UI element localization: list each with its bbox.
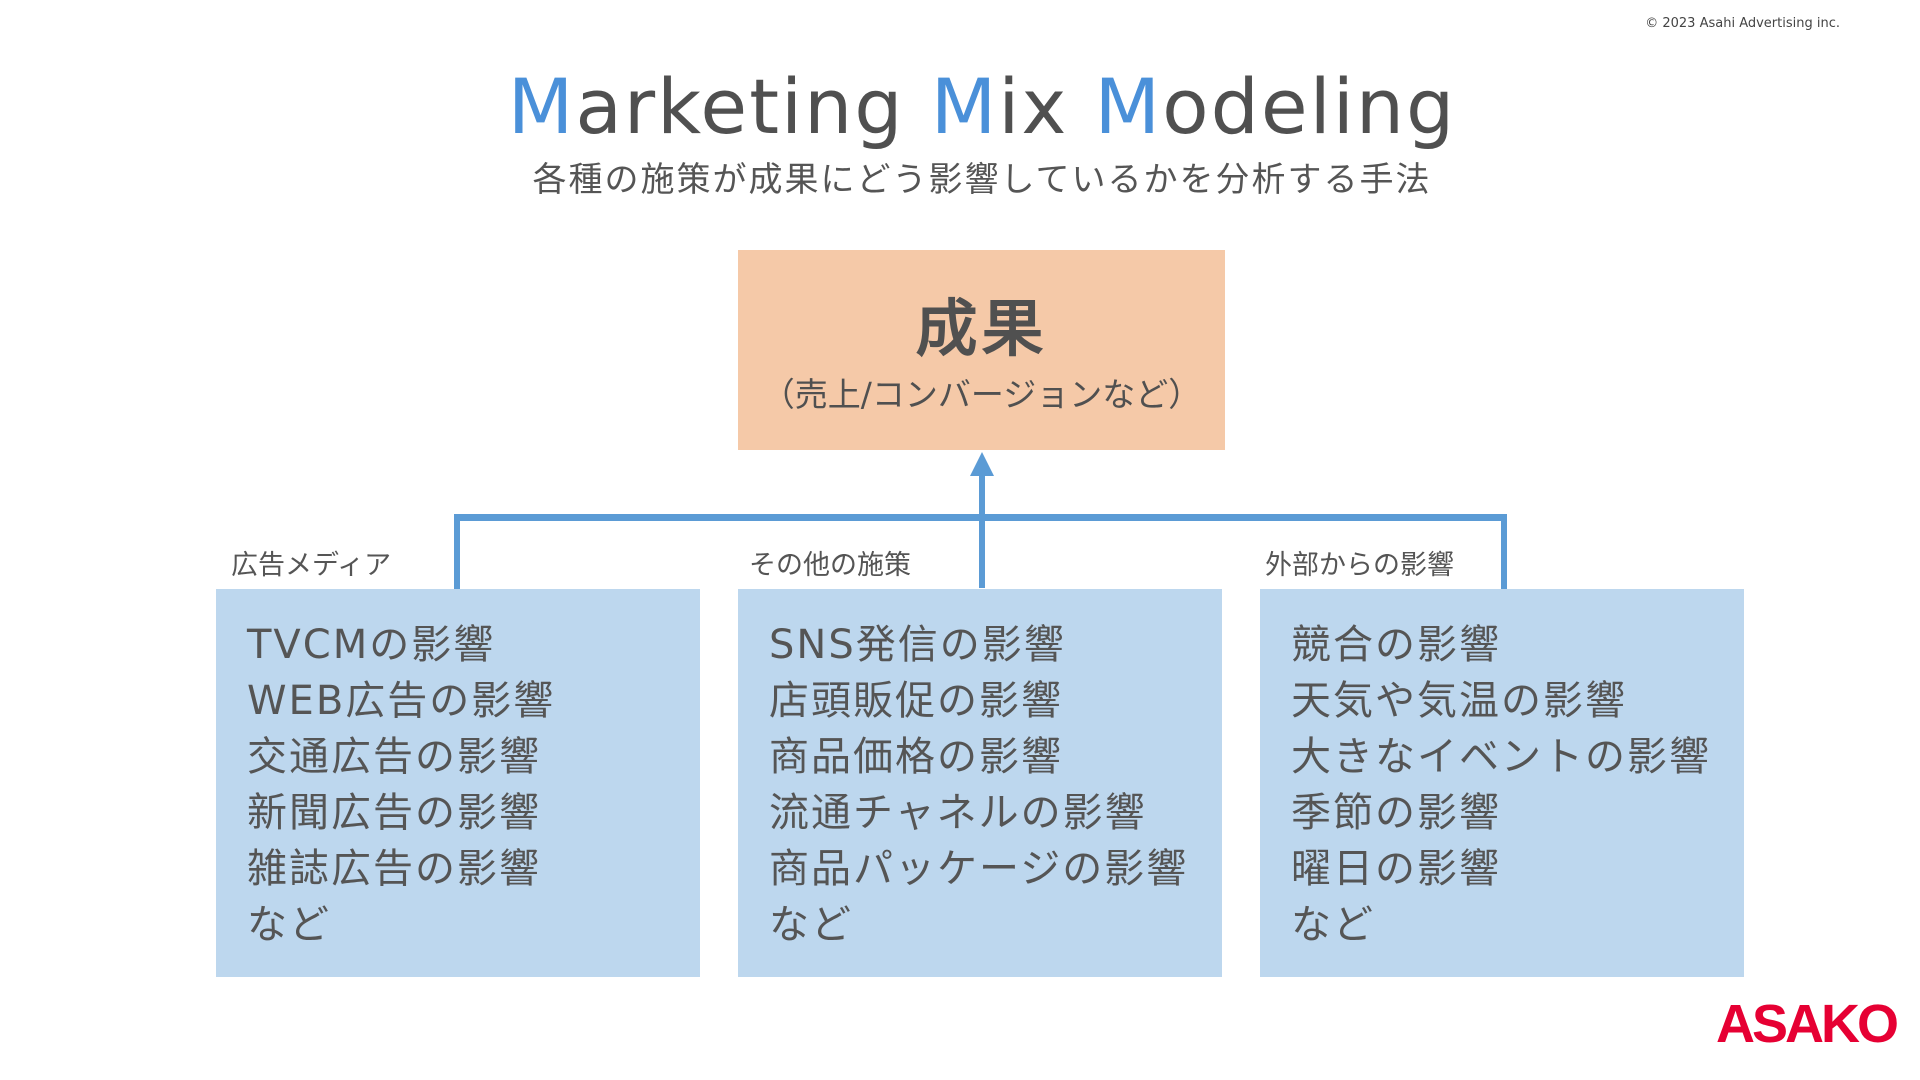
asako-logo: ASAKO (1716, 994, 1899, 1054)
list-item: SNS発信の影響 (769, 622, 1066, 668)
category-box-external: 競合の影響 天気や気温の影響 大きなイベントの影響 季節の影響 曜日の影響 など (1260, 589, 1744, 977)
list-item: など (247, 902, 331, 948)
list-item: 雑誌広告の影響 (247, 846, 541, 892)
list-item: TVCMの影響 (247, 622, 496, 668)
category-label-other-measures: その他の施策 (749, 550, 911, 581)
title-initial: M (930, 62, 999, 151)
copyright-text: © 2023 Asahi Advertising inc. (1645, 16, 1840, 31)
category-box-other-measures: SNS発信の影響 店頭販促の影響 商品価格の影響 流通チャネルの影響 商品パッケ… (738, 589, 1222, 977)
page-title: Marketing Mix Modeling (0, 62, 1920, 151)
list-item: 商品パッケージの影響 (769, 846, 1189, 892)
result-title: 成果 (915, 292, 1048, 365)
result-subtitle: （売上/コンバージョンなど） (761, 375, 1202, 414)
result-box: 成果 （売上/コンバージョンなど） (738, 250, 1225, 450)
list-item: 曜日の影響 (1291, 846, 1501, 892)
list-item: 交通広告の影響 (247, 734, 541, 780)
title-initial: M (507, 62, 576, 151)
connector-right-vertical (1501, 514, 1507, 589)
list-item: WEB広告の影響 (247, 678, 556, 724)
category-box-ad-media: TVCMの影響 WEB広告の影響 交通広告の影響 新聞広告の影響 雑誌広告の影響… (216, 589, 700, 977)
connector-horizontal (454, 514, 1507, 521)
category-label-external: 外部からの影響 (1265, 550, 1454, 581)
list-item: など (769, 902, 853, 948)
title-rest: arketing (575, 62, 905, 151)
list-item: など (1291, 902, 1375, 948)
title-rest: odeling (1162, 62, 1457, 151)
list-item: 商品価格の影響 (769, 734, 1063, 780)
title-initial: M (1094, 62, 1163, 151)
page-subtitle: 各種の施策が成果にどう影響しているかを分析する手法 (532, 160, 1432, 200)
title-rest: ix (998, 62, 1069, 151)
title-word-modeling: Modeling (1095, 62, 1457, 151)
list-item: 店頭販促の影響 (769, 678, 1063, 724)
list-item: 季節の影響 (1291, 790, 1501, 836)
connector-center-vertical (979, 470, 985, 588)
category-label-ad-media: 広告メディア (231, 550, 392, 581)
list-item: 大きなイベントの影響 (1291, 734, 1711, 780)
list-item: 天気や気温の影響 (1291, 678, 1627, 724)
list-item: 競合の影響 (1291, 622, 1501, 668)
title-word-mix: Mix (931, 62, 1069, 151)
connector-left-vertical (454, 514, 460, 589)
title-word-marketing: Marketing (508, 62, 905, 151)
list-item: 流通チャネルの影響 (769, 790, 1147, 836)
list-item: 新聞広告の影響 (247, 790, 541, 836)
